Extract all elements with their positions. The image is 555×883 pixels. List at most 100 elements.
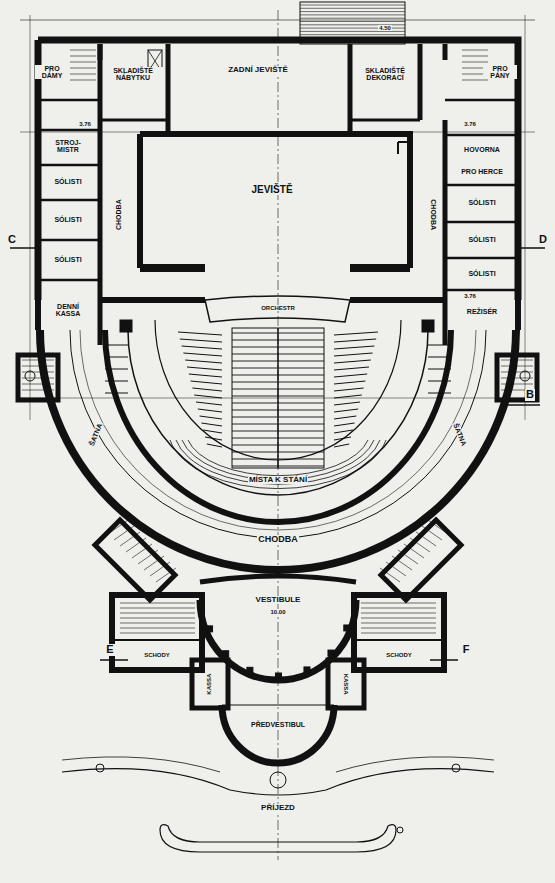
room-wall bbox=[445, 99, 518, 102]
seat-row bbox=[334, 332, 378, 335]
stair-step bbox=[300, 8, 405, 9]
seat-row bbox=[187, 367, 222, 370]
room-wall bbox=[38, 239, 100, 242]
seat-row bbox=[203, 430, 222, 433]
stair-step bbox=[422, 526, 442, 540]
seat-row bbox=[334, 409, 358, 412]
room-name: KASSA bbox=[207, 672, 213, 695]
stair-step bbox=[300, 21, 405, 22]
seat-row bbox=[334, 360, 371, 363]
pillar bbox=[328, 650, 334, 656]
stair-step bbox=[428, 520, 448, 534]
seat-row bbox=[334, 388, 364, 391]
seat-row bbox=[334, 416, 356, 419]
room-wall bbox=[38, 99, 100, 102]
room-wall bbox=[38, 129, 100, 132]
pre-vestibule-wall bbox=[222, 705, 334, 763]
room-name: PŘEDVESTIBUL bbox=[250, 721, 306, 728]
seat-row bbox=[200, 416, 222, 419]
proscenium-wall bbox=[140, 264, 410, 272]
stair-step bbox=[120, 603, 195, 604]
stair-step bbox=[126, 538, 146, 552]
stage-wall bbox=[140, 134, 410, 268]
room-wall bbox=[445, 221, 518, 224]
room-name: CHODBA bbox=[114, 199, 121, 232]
stair-block bbox=[112, 595, 202, 670]
seat-row bbox=[334, 437, 351, 440]
room-name: CHODBA bbox=[429, 199, 436, 232]
seat-row bbox=[183, 353, 222, 356]
stair-step bbox=[361, 608, 436, 609]
room-name: JEVIŠTĚ bbox=[250, 185, 293, 196]
room-name: SKLADIŠTĚ NÁBYTKU bbox=[103, 67, 163, 82]
stair-step bbox=[361, 623, 436, 624]
axis-line bbox=[278, 10, 279, 860]
room-wall bbox=[38, 279, 100, 282]
seat-row bbox=[196, 402, 222, 405]
stair-step bbox=[462, 62, 488, 63]
seat-row bbox=[334, 367, 369, 370]
room-wall bbox=[354, 639, 444, 641]
room-name: CHODBA bbox=[257, 535, 299, 544]
room-name: PŘÍJEZD bbox=[260, 804, 296, 812]
stair-step bbox=[70, 80, 96, 81]
seat-row bbox=[185, 360, 222, 363]
pillar bbox=[344, 625, 350, 631]
stair-step bbox=[361, 628, 436, 629]
room-name: PRO HERCE bbox=[460, 168, 504, 175]
stair-step bbox=[120, 608, 195, 609]
room-name: ŠATNA bbox=[88, 422, 104, 448]
stair-step bbox=[150, 562, 170, 576]
room-name: DENNÍ KASSA bbox=[46, 303, 90, 318]
stair-step bbox=[120, 618, 195, 619]
stair-step bbox=[462, 56, 488, 57]
pillar bbox=[223, 651, 229, 657]
stair-hall bbox=[381, 520, 461, 600]
seat-row bbox=[334, 444, 349, 447]
stair-step bbox=[300, 18, 405, 19]
stair-step bbox=[398, 550, 418, 564]
driveway-edge bbox=[336, 757, 494, 772]
room-name: VESTIBULE bbox=[255, 596, 302, 604]
room-name: REŽISÉR bbox=[466, 308, 498, 315]
stair-step bbox=[70, 68, 96, 69]
stair-step bbox=[70, 62, 96, 63]
room-name: PRO DÁMY bbox=[35, 65, 69, 80]
seat-row bbox=[170, 440, 386, 489]
section-line bbox=[10, 247, 40, 249]
box-partition bbox=[105, 381, 128, 382]
stair-step bbox=[300, 14, 405, 15]
ticket-office bbox=[328, 660, 364, 708]
stair-step bbox=[361, 613, 436, 614]
driveway-edge bbox=[62, 757, 220, 772]
pillar bbox=[207, 626, 213, 632]
orchestra-pit bbox=[205, 296, 350, 322]
seat-row bbox=[180, 339, 222, 342]
vestibule-wall bbox=[200, 576, 356, 582]
seat-row bbox=[205, 437, 222, 440]
stage-ledge bbox=[397, 142, 399, 154]
stair-step bbox=[120, 633, 195, 634]
seat-block bbox=[232, 328, 324, 468]
stage-ledge bbox=[398, 141, 410, 143]
room-name: HOVORNA bbox=[463, 146, 501, 153]
stair-step bbox=[462, 80, 488, 81]
room-name: SÓLISTI bbox=[467, 199, 496, 206]
dimension: 3.76 bbox=[463, 293, 477, 299]
box-partition bbox=[428, 345, 451, 346]
section-line bbox=[515, 247, 545, 249]
seat-row bbox=[334, 402, 360, 405]
section-letter: B bbox=[525, 389, 535, 401]
bollard bbox=[452, 764, 460, 772]
stair-step bbox=[108, 520, 128, 534]
room-name: KASSA bbox=[343, 672, 349, 695]
pillar bbox=[247, 667, 253, 673]
room-name: PRO PÁNY bbox=[483, 65, 517, 80]
stair-step bbox=[22, 366, 54, 367]
seat-row bbox=[201, 423, 222, 426]
seat-row bbox=[334, 381, 365, 384]
section-line bbox=[430, 659, 458, 661]
section-letter: D bbox=[538, 234, 548, 246]
box-partition bbox=[105, 369, 128, 370]
room-name: MÍSTA K STÁNÍ bbox=[248, 476, 308, 484]
